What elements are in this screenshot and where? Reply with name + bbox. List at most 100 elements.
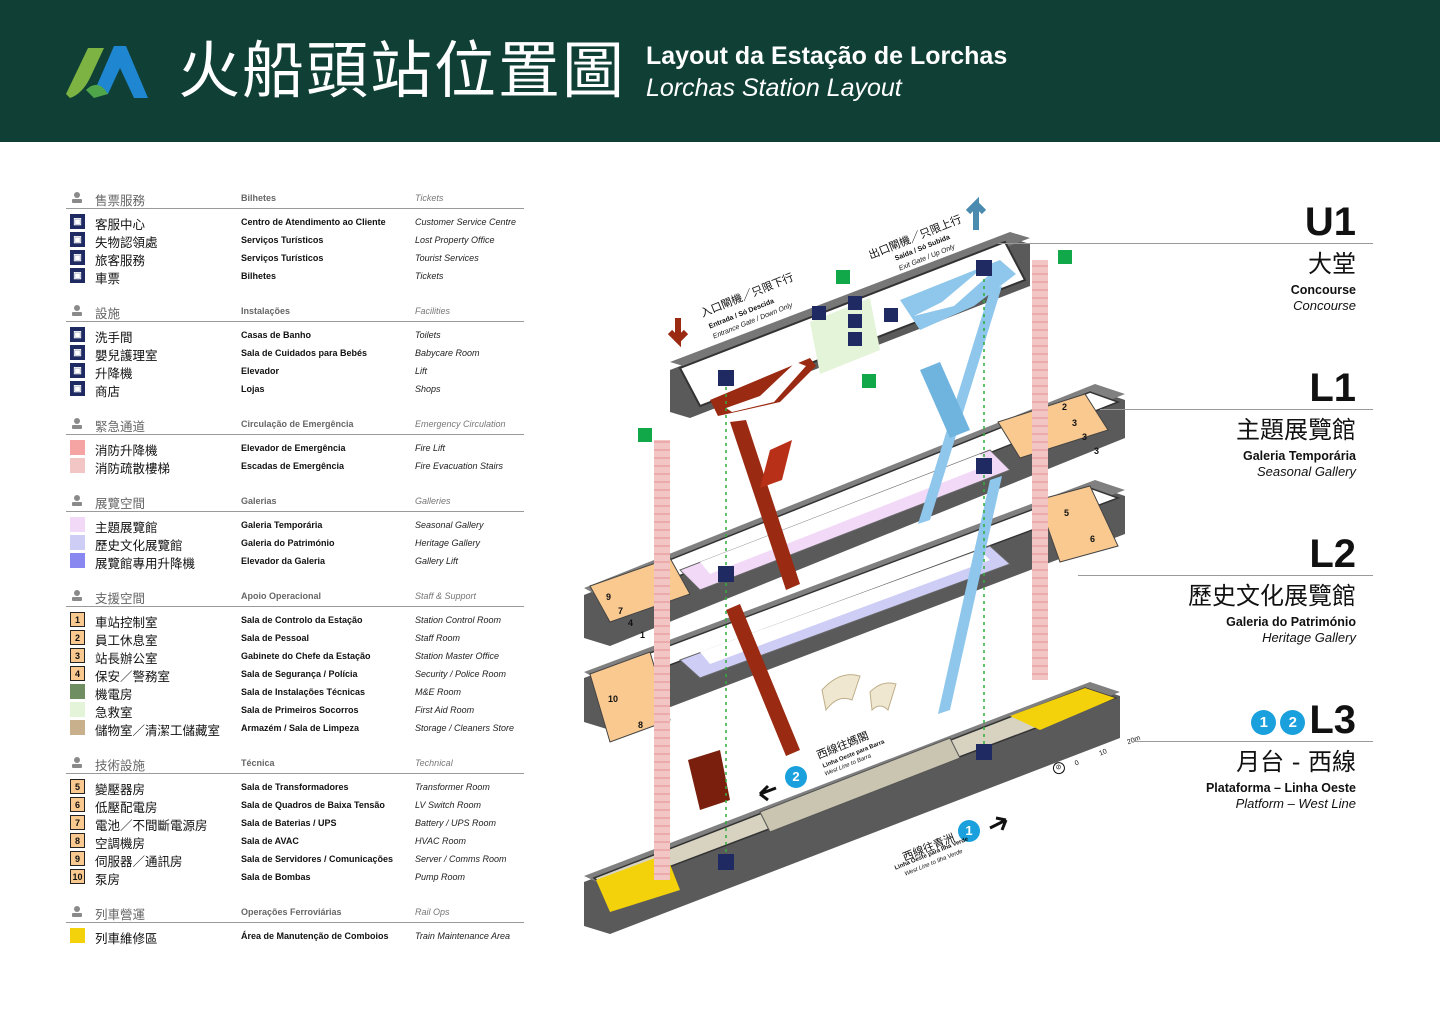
section-title-en: Technical xyxy=(415,758,453,768)
level-name-pt: Galeria Temporária xyxy=(1242,449,1356,463)
section-title-zh: 售票服務 xyxy=(95,193,146,208)
legend-label-pt: Serviços Turísticos xyxy=(241,235,324,245)
legend-label-zh: 主題展覽館 xyxy=(95,520,158,535)
legend-label-zh: 失物認領處 xyxy=(95,235,158,250)
legend-label-pt: Sala de Controlo da Estação xyxy=(241,615,363,625)
legend-label-en: Tickets xyxy=(415,271,444,281)
legend-label-pt: Gabinete do Chefe da Estação xyxy=(241,651,371,661)
room-number-badge: 8 xyxy=(70,833,85,848)
first-aid-swatch xyxy=(70,702,85,717)
room-number-badge: 6 xyxy=(70,797,85,812)
legend-label-en: Fire Lift xyxy=(415,443,446,453)
legend-label-pt: Sala de Primeiros Socorros xyxy=(241,705,359,715)
legend-label-pt: Elevador xyxy=(241,366,280,376)
legend-label-zh: 展覽館專用升降機 xyxy=(95,556,196,571)
section-title-pt: Apoio Operacional xyxy=(241,591,322,601)
section-title-en: Facilities xyxy=(415,306,451,316)
legend-row: 展覽館專用升降機 Elevador da Galeria Gallery Lift xyxy=(66,552,524,571)
lost-property-icon: ▣ xyxy=(70,232,85,247)
legend-label-zh: 旅客服務 xyxy=(95,253,146,268)
room-number: 6 xyxy=(1090,534,1096,544)
legend-label-zh: 泵房 xyxy=(95,872,121,887)
level-name-en: Concourse xyxy=(1293,298,1356,313)
station-isometric-diagram: 入口閘機／只限下行 Entrada / Só Descida Entrance … xyxy=(570,190,1170,970)
legend-label-pt: Casas de Banho xyxy=(241,330,312,340)
legend-label-en: Tourist Services xyxy=(415,253,479,263)
level-l2-slab xyxy=(584,480,1125,743)
section-title-pt: Técnica xyxy=(241,758,275,768)
room-number-badge: 9 xyxy=(70,851,85,866)
legend-label-pt: Sala de Servidores / Comunicações xyxy=(241,854,394,864)
room-number: 1 xyxy=(640,630,646,640)
legend-label-en: Security / Police Room xyxy=(415,669,507,679)
room-number-badge: 1 xyxy=(70,612,85,627)
exit-escalator xyxy=(918,286,1002,714)
lift-shaft-lines xyxy=(725,272,985,860)
legend-label-en: Gallery Lift xyxy=(415,556,459,566)
room-number-badge: 10 xyxy=(70,869,85,884)
room-number: 9 xyxy=(606,592,612,602)
title-chinese: 火船頭站位置圖 xyxy=(178,34,627,107)
section-title-zh: 技術設施 xyxy=(95,758,146,773)
legend-label-zh: 車站控制室 xyxy=(95,615,158,630)
title-portuguese: Layout da Estação de Lorchas xyxy=(646,42,1008,70)
legend-label-pt: Elevador da Galeria xyxy=(241,556,326,566)
legend-label-zh: 電池／不間斷電源房 xyxy=(95,818,208,833)
level-name-en: Heritage Gallery xyxy=(1262,630,1356,645)
room-number-badge: 2 xyxy=(70,630,85,645)
babycare-icon: ▣ xyxy=(70,345,85,360)
room-number: 5 xyxy=(1064,508,1070,518)
legend-label-zh: 低壓配電房 xyxy=(95,800,158,815)
gallery-lift-swatch xyxy=(70,553,85,568)
section-title-en: Tickets xyxy=(415,193,444,203)
legend-label-zh: 車票 xyxy=(95,271,121,286)
room-number: 4 xyxy=(628,618,634,628)
legend-label-pt: Serviços Turísticos xyxy=(241,253,324,263)
legend-label-zh: 儲物室／清潔工儲藏室 xyxy=(95,723,221,738)
legend-label-en: Shops xyxy=(415,384,441,394)
legend-label-zh: 急救室 xyxy=(95,705,133,720)
scale-tick-0: 0 xyxy=(1073,759,1081,768)
fire-stair-right xyxy=(1032,260,1048,680)
legend-label-en: Pump Room xyxy=(415,872,466,882)
heritage-gallery-swatch xyxy=(70,535,85,550)
legend-label-zh: 洗手間 xyxy=(95,330,133,345)
metro-logo-icon xyxy=(66,46,148,98)
legend-label-zh: 嬰兒護理室 xyxy=(95,348,158,363)
legend-label-zh: 變壓器房 xyxy=(95,782,146,797)
legend-label-en: Station Master Office xyxy=(415,651,500,661)
info-icon: ▣ xyxy=(70,250,85,265)
level-name-zh: 主題展覽館 xyxy=(1236,416,1356,444)
scale-tick-10: 10 xyxy=(1098,748,1109,758)
facility-icon xyxy=(812,296,898,346)
room-number: 3 xyxy=(1072,418,1078,428)
support-icon xyxy=(72,590,82,601)
room-number: 3 xyxy=(1082,432,1088,442)
level-divider xyxy=(1100,409,1373,410)
line-badge: 2 xyxy=(1280,709,1306,735)
emergency-icon xyxy=(72,418,82,429)
art-sculpture xyxy=(821,674,897,712)
section-title-zh: 設施 xyxy=(95,306,121,321)
legend-label-en: HVAC Room xyxy=(415,836,467,846)
fire-stair-left xyxy=(654,440,670,880)
section-title-pt: Galerias xyxy=(241,496,277,506)
section-title-en: Emergency Circulation xyxy=(415,419,506,429)
legend-label-en: Lost Property Office xyxy=(415,235,495,245)
legend-label-en: Customer Service Centre xyxy=(415,217,517,227)
room-number-badge: 5 xyxy=(70,779,85,794)
